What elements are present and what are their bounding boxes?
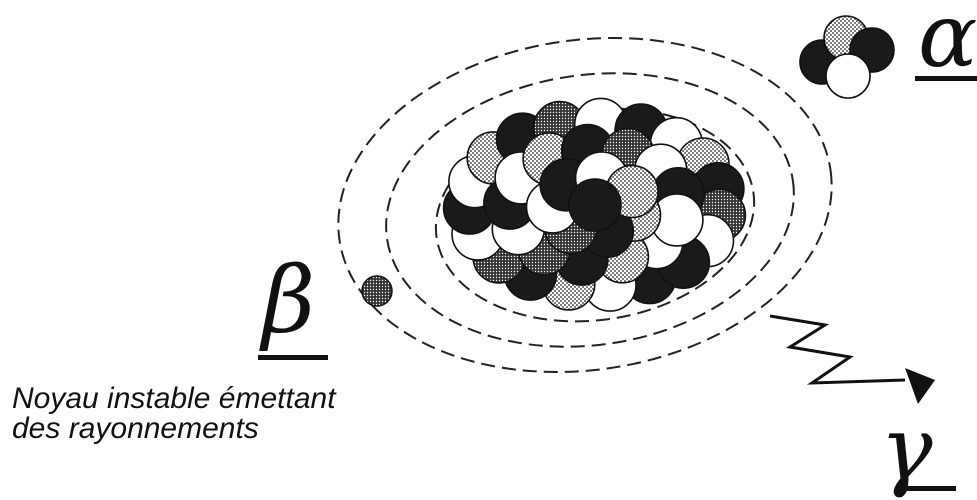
caption-line-2: des rayonnements: [12, 414, 336, 444]
nucleus: [444, 98, 746, 311]
caption-line-1: Noyau instable émettant: [12, 384, 336, 414]
caption: Noyau instable émettant des rayonnements: [12, 384, 336, 444]
nucleon: [569, 179, 621, 231]
beta-label: β: [262, 255, 315, 347]
gamma-label: γ: [880, 405, 933, 493]
alpha-label: α: [918, 0, 977, 80]
gamma-ray-wave: [770, 316, 935, 404]
alpha-underline: [915, 76, 977, 81]
beta-underline: [258, 355, 328, 360]
alpha-nucleon: [826, 54, 870, 98]
gamma-underline: [896, 486, 956, 491]
beta-particle: [362, 276, 392, 306]
alpha-particle: [800, 16, 894, 98]
